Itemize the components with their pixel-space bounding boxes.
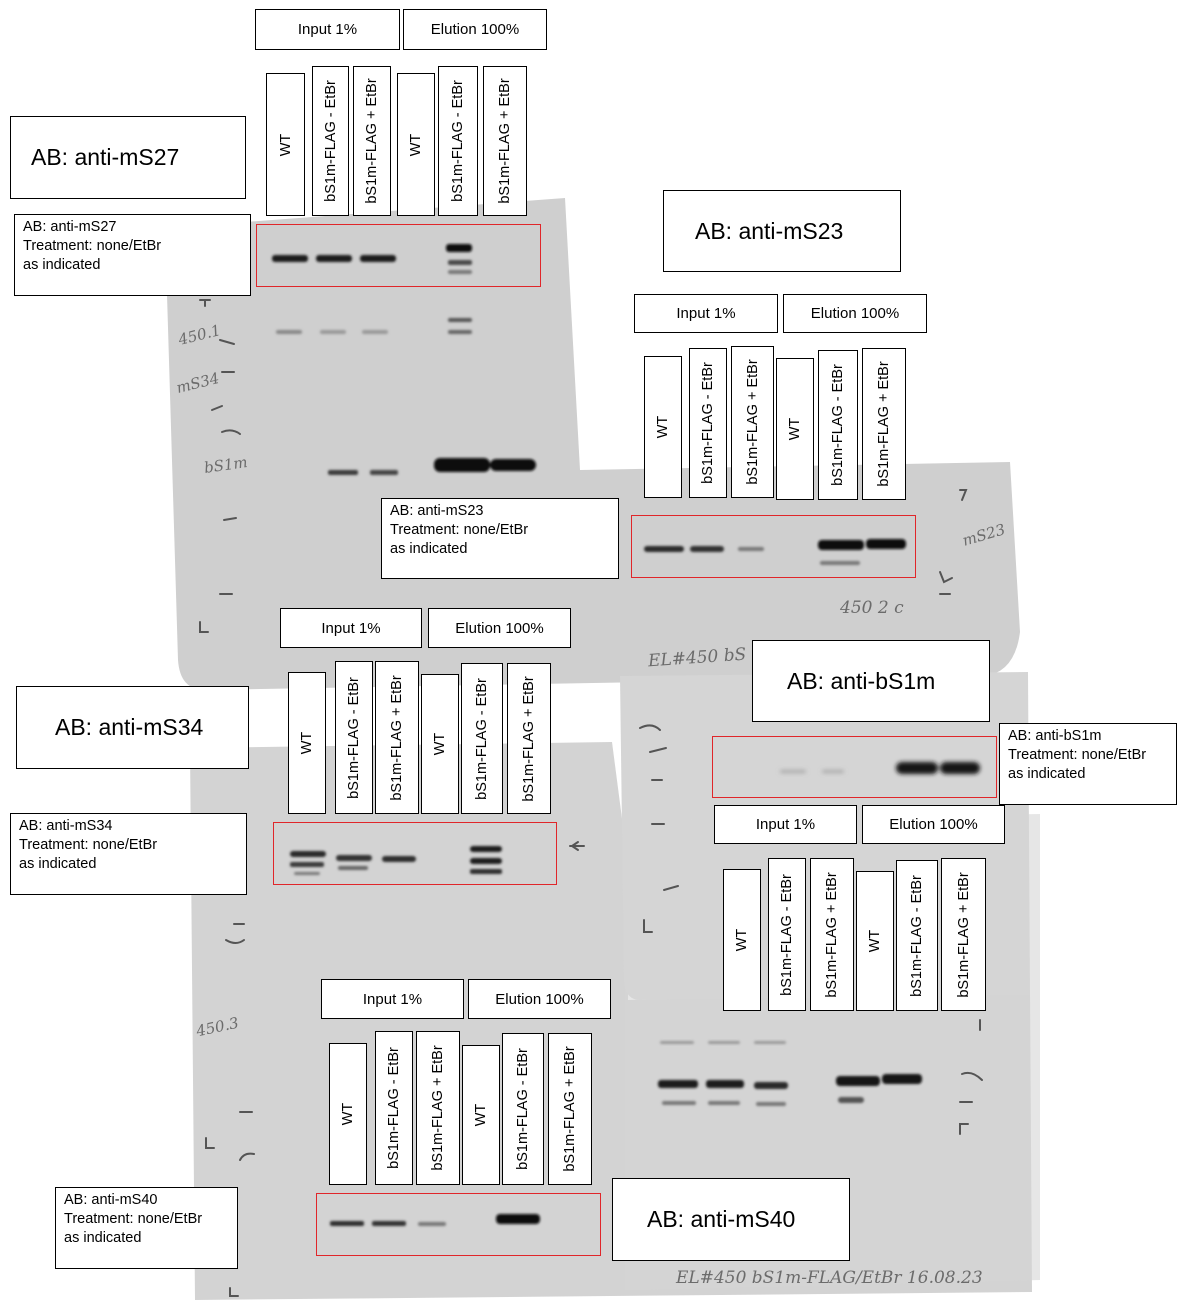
ms23-lane: WT [644,356,682,498]
ms27-info-treatment: Treatment: none/EtBr [23,238,162,254]
ms27-elution-header: Elution 100% [403,9,547,50]
ms34-title: AB: anti-mS34 [16,686,249,769]
marker-ticks [199,299,983,1297]
bs1m-lane: WT [723,869,761,1011]
ms27-lane: bS1m-FLAG - EtBr [312,66,349,216]
bs1m-info-box: AB: anti-bS1m Treatment: none/EtBr as in… [999,723,1177,805]
ms40-bands [330,1214,540,1226]
ms23-info-antibody: AB: anti-mS23 [390,503,484,519]
bs1m-input-header: Input 1% [714,805,857,844]
ms23-title: AB: anti-mS23 [663,190,901,272]
ms34-band-highlight [273,822,557,885]
handwriting-sample-id: 450 2 c [840,598,904,618]
ms40-lane: WT [329,1043,367,1185]
bs1m-lane: bS1m-FLAG + EtBr [810,858,854,1011]
ms40-band-highlight [316,1193,601,1256]
ms34-lane: bS1m-FLAG + EtBr [375,661,419,814]
ms40-lane: bS1m-FLAG + EtBr [548,1033,592,1185]
ms23-elution-header: Elution 100% [783,294,927,333]
bs1m-lane: bS1m-FLAG + EtBr [941,858,986,1011]
ms34-elution-header: Elution 100% [428,608,571,648]
ms23-lane: bS1m-FLAG - EtBr [818,350,858,500]
ms27-title: AB: anti-mS27 [10,116,246,199]
ms23-band-highlight [631,515,916,578]
bs1m-bands [780,762,980,774]
ms34-lane: WT [421,674,459,814]
ms34-bands [290,846,502,875]
ms40-info-antibody: AB: anti-mS40 [64,1192,158,1208]
ms23-lane: bS1m-FLAG + EtBr [731,346,774,498]
membrane-top [165,198,1020,690]
bs1m-info-treatment: Treatment: none/EtBr [1008,747,1147,763]
ms27-info-box: AB: anti-mS27 Treatment: none/EtBr as in… [14,214,251,296]
ms40-info-treatment: Treatment: none/EtBr [64,1211,203,1227]
ms40-info-box: AB: anti-mS40 Treatment: none/EtBr as in… [55,1187,238,1269]
ms40-elution-header: Elution 100% [468,979,611,1019]
ms23-input-header: Input 1% [634,294,778,333]
handwriting-membrane2-label: EL#450 bS1m-FLAG/EtBr 16.08.23 [676,1268,983,1288]
ms23-lane: WT [776,358,814,500]
ms23-info-indicated: as indicated [390,541,468,557]
bs1m-lane: bS1m-FLAG - EtBr [896,860,938,1011]
bs1m-info-antibody: AB: anti-bS1m [1008,728,1102,744]
ms34-lane: WT [288,672,326,814]
ms40-lane: bS1m-FLAG - EtBr [502,1033,544,1185]
ms27-band-highlight [256,224,541,287]
ms34-info-box: AB: anti-mS34 Treatment: none/EtBr as in… [10,813,247,895]
ms27-lane: WT [266,73,305,216]
ms27-lane: bS1m-FLAG - EtBr [438,66,478,216]
ms23-info-treatment: Treatment: none/EtBr [390,522,529,538]
ms27-bands [272,244,536,475]
ms34-info-indicated: as indicated [19,856,97,872]
ms40-info-indicated: as indicated [64,1230,142,1246]
ms34-info-antibody: AB: anti-mS34 [19,818,113,834]
ms27-input-header: Input 1% [255,9,400,50]
ms27-info-indicated: as indicated [23,257,101,273]
bs1m-lane: bS1m-FLAG - EtBr [768,858,806,1011]
ms23-bands [644,539,906,565]
ms23-info-box: AB: anti-mS23 Treatment: none/EtBr as in… [381,498,619,579]
ms23-lane: bS1m-FLAG - EtBr [689,348,727,498]
ms34-lane: bS1m-FLAG - EtBr [335,661,373,814]
ms27-lane: bS1m-FLAG + EtBr [353,66,391,216]
bs1m-band-highlight [712,736,997,798]
ms27-lane: bS1m-FLAG + EtBr [483,66,527,216]
ms23-lane: bS1m-FLAG + EtBr [862,348,906,500]
lower-right-bands [658,1041,922,1106]
ms34-input-header: Input 1% [280,608,422,648]
ms34-lane: bS1m-FLAG - EtBr [461,663,503,814]
bs1m-info-indicated: as indicated [1008,766,1086,782]
ms27-info-antibody: AB: anti-mS27 [23,219,117,235]
ms27-lane: WT [397,73,435,216]
bs1m-lane: WT [856,871,894,1011]
ms40-input-header: Input 1% [321,979,464,1019]
ms34-lane: bS1m-FLAG + EtBr [507,663,551,814]
ms34-info-treatment: Treatment: none/EtBr [19,837,158,853]
bs1m-title: AB: anti-bS1m [752,640,990,722]
bs1m-elution-header: Elution 100% [862,805,1005,844]
ms40-lane: bS1m-FLAG - EtBr [375,1031,413,1185]
ms40-lane: bS1m-FLAG + EtBr [416,1031,460,1185]
ms40-title: AB: anti-mS40 [612,1178,850,1261]
ms40-lane: WT [462,1045,500,1185]
